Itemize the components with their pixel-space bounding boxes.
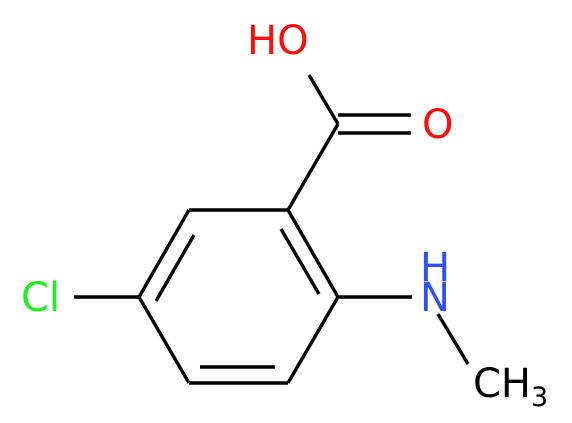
bond-carboxyl-c-oh: [307, 74, 340, 125]
carboxyl-group: [286, 74, 411, 211]
bond-ring-to-carboxyl-carbon: [286, 123, 340, 211]
ring-inner-bond-c1-c2: [279, 228, 321, 295]
ring-bond-c2-c3: [286, 296, 340, 384]
ring-bond-c1-c2: [286, 209, 340, 298]
ring-bond-c4-c5: [137, 296, 191, 384]
methyl-label-main: CH: [473, 361, 531, 407]
benzene-ring: [137, 208, 340, 385]
bond-nitrogen-to-methyl: [436, 313, 470, 365]
ring-bond-c5-c6: [137, 209, 191, 298]
methylamino-group: [338, 295, 470, 365]
methyl-label-subscript: 3: [531, 382, 548, 413]
methyl-label: CH3: [473, 361, 548, 413]
hydroxyl-label: HO: [247, 18, 309, 64]
amine-hydrogen-label: H: [420, 245, 450, 291]
ring-inner-bond-c5-c6: [154, 234, 196, 302]
nitrogen-label: N: [420, 275, 450, 321]
carbonyl-oxygen-label: O: [422, 102, 453, 148]
chlorine-label: Cl: [21, 275, 60, 321]
